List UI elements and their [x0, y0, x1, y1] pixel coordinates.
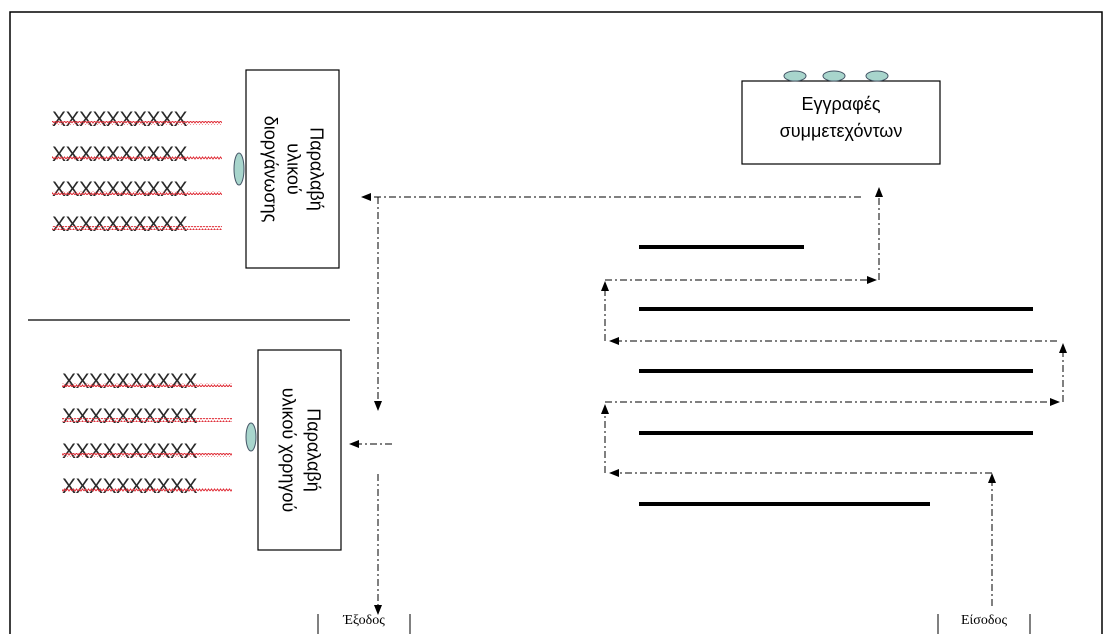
- seating-block-lower: XXXXXXXXXX XXXXXXXXXX XXXXXXXXXX XXXXXXXXXX: [62, 370, 232, 498]
- flow-path: [349, 187, 1067, 615]
- seating-block-upper: XXXXXXXXXX XXXXXXXXXX XXXXXXXXXX XXXXXXXXXX: [52, 108, 222, 236]
- lower-seating-row-3-underline: [62, 453, 232, 457]
- entrance-door: Είσοδος: [937, 613, 1031, 634]
- lower-seating-row-4-underline: [62, 488, 232, 492]
- lower-seating-row-1: XXXXXXXXXX: [62, 370, 198, 393]
- lower-seating-row-2: XXXXXXXXXX: [62, 405, 198, 428]
- organizer-material-line3: διοργάνωσης: [260, 116, 280, 223]
- registration-desk: Εγγραφές συμμετεχόντων: [741, 80, 941, 165]
- organizer-material-line2: υλικού: [283, 143, 303, 194]
- organizer-material-desk: Παραλαβή υλικού διοργάνωσης: [245, 69, 340, 269]
- queue-barriers: [639, 245, 1033, 506]
- sponsor-material-desk: Παραλαβή υλικού χορηγού: [257, 349, 342, 551]
- upper-seating-row-3-underline: [52, 191, 222, 195]
- upper-seating-row-3: XXXXXXXXXX: [52, 178, 188, 201]
- registration-staff-marker-1: [783, 70, 807, 82]
- registration-staff-marker-3: [865, 70, 889, 82]
- lower-seating-row-4: XXXXXXXXXX: [62, 475, 198, 498]
- organizer-staff-marker: [233, 152, 245, 186]
- upper-seating-row-4-underline: [52, 226, 222, 230]
- registration-line1: Εγγραφές: [801, 94, 880, 114]
- exit-label: Έξοδος: [342, 613, 385, 628]
- lower-seating-row-2-underline: [62, 418, 232, 422]
- organizer-material-line1: Παραλαβή: [306, 127, 326, 211]
- lower-seating-row-3: XXXXXXXXXX: [62, 440, 198, 463]
- registration-staff-marker-2: [822, 70, 846, 82]
- upper-seating-row-1: XXXXXXXXXX: [52, 108, 188, 131]
- entrance-label: Είσοδος: [961, 613, 1007, 628]
- upper-seating-row-2-underline: [52, 156, 222, 160]
- upper-seating-row-2: XXXXXXXXXX: [52, 143, 188, 166]
- diagram-frame: [9, 11, 1103, 634]
- upper-seating-row-4: XXXXXXXXXX: [52, 213, 188, 236]
- lower-seating-row-1-underline: [62, 383, 232, 387]
- registration-line2: συμμετεχόντων: [780, 121, 903, 141]
- sponsor-staff-marker: [245, 422, 257, 452]
- exit-door: Έξοδος: [317, 613, 411, 634]
- sponsor-material-line1: Παραλαβή: [303, 408, 323, 492]
- upper-seating-row-1-underline: [52, 121, 222, 125]
- sponsor-material-line2: υλικού χορηγού: [278, 388, 298, 513]
